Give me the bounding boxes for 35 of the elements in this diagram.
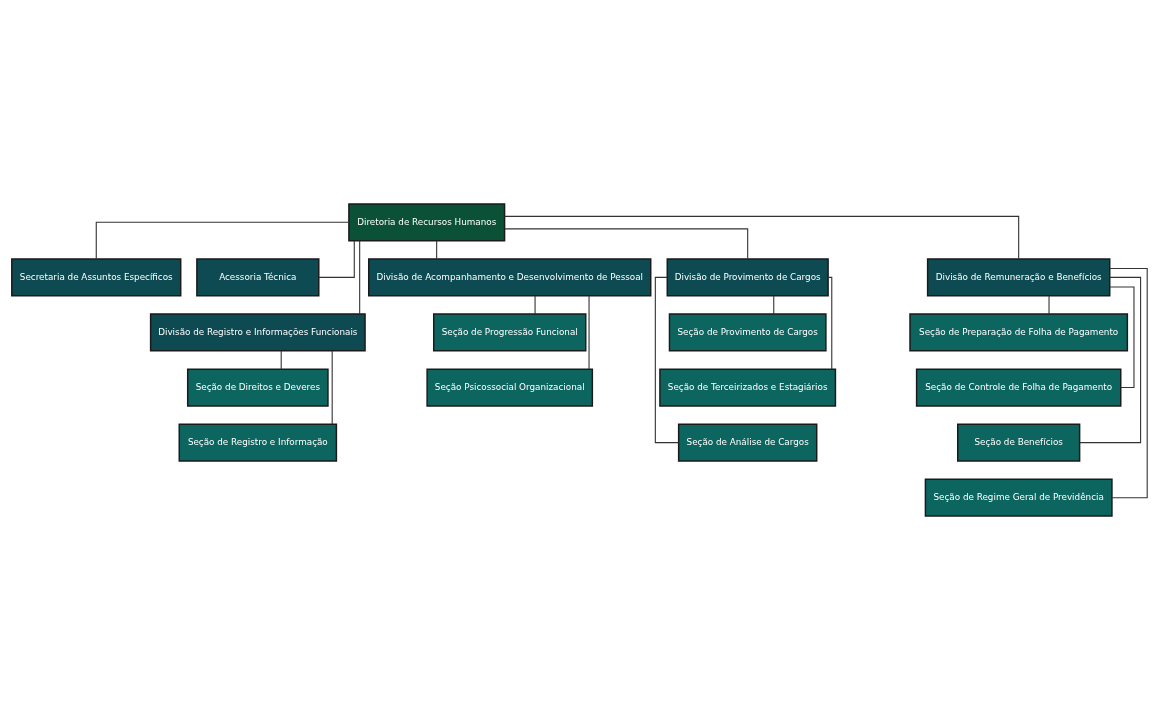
node-box: Seção de Provimento de Cargos xyxy=(668,312,827,352)
connector xyxy=(654,276,680,443)
node-box: Seção de Análise de Cargos xyxy=(677,423,818,462)
node-box: Acessoria Técnica xyxy=(196,257,320,296)
node-box: Seção de Direitos e Deveres xyxy=(186,367,329,407)
connector xyxy=(1109,267,1148,498)
connector xyxy=(827,276,833,370)
connector xyxy=(436,239,438,259)
node-box: Diretoria de Recursos Humanos xyxy=(348,202,506,241)
connector xyxy=(95,221,350,259)
node-box: Divisão de Acompanhamento e Desenvolvimento de Pessoal xyxy=(368,257,652,296)
connector xyxy=(534,294,536,315)
node-box: Seção de Regime Geral de Previdência xyxy=(924,478,1113,517)
node-box: Divisão de Registro e Informações Funcionais xyxy=(149,312,366,352)
node-box: Seção de Registro e Informação xyxy=(178,423,338,462)
connector xyxy=(1048,294,1050,315)
connector xyxy=(318,239,355,278)
connector xyxy=(331,349,333,425)
connector xyxy=(1109,285,1135,388)
connector xyxy=(280,350,282,370)
connector xyxy=(359,239,361,314)
connector xyxy=(504,227,749,259)
node-box: Seção Psicossocial Organizacional xyxy=(426,367,594,407)
node-box: Seção de Benefícios xyxy=(957,423,1081,462)
node-box: Secretaria de Assuntos Específicos xyxy=(11,257,182,296)
connector xyxy=(504,215,1020,259)
connector xyxy=(588,294,590,370)
node-box: Seção de Progressão Funcional xyxy=(433,312,587,352)
connector xyxy=(1079,276,1142,443)
node-box: Seção de Terceirizados e Estagiários xyxy=(659,367,837,407)
node-box: Seção de Controle de Folha de Pagamento xyxy=(915,367,1122,407)
node-box: Divisão de Remuneração e Benefícios xyxy=(926,257,1111,296)
node-box: Divisão de Provimento de Cargos xyxy=(666,257,829,296)
connector xyxy=(773,294,775,315)
node-box: Seção de Preparação de Folha de Pagamento xyxy=(909,312,1129,352)
